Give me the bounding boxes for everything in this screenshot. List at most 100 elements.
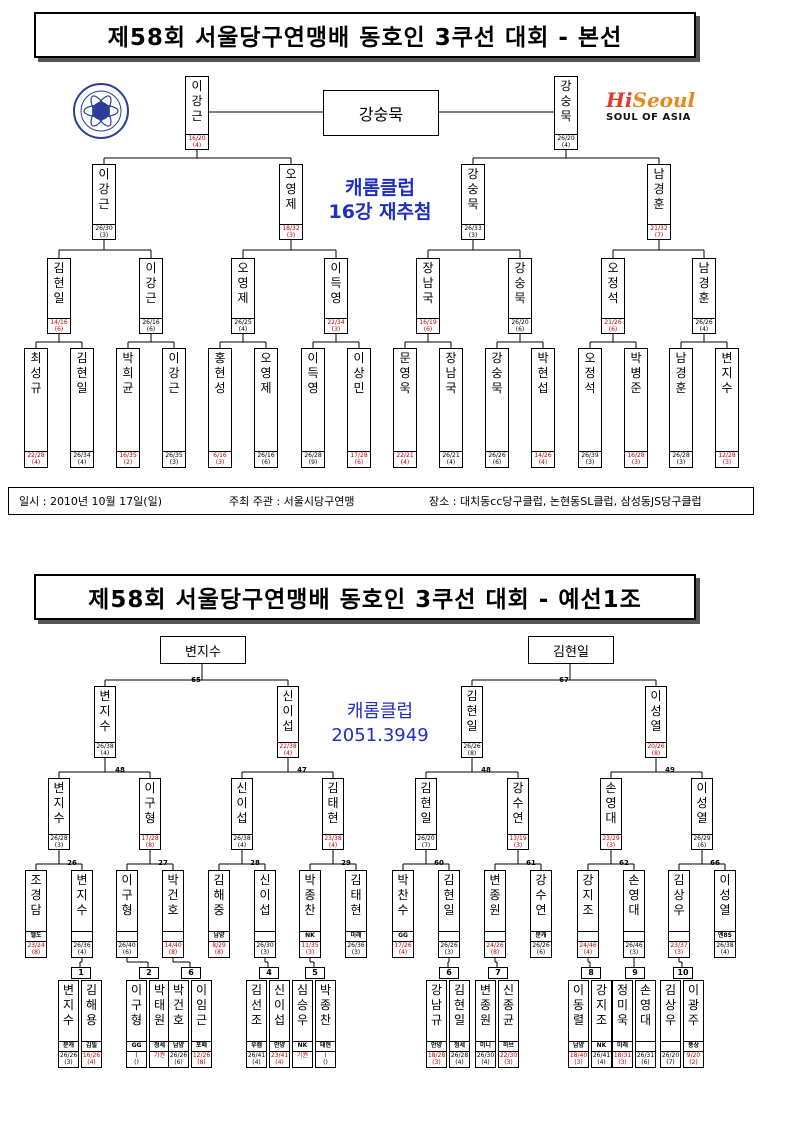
top-champion-name: 강숭묵 <box>358 105 404 124</box>
name-char: 최 <box>30 351 42 365</box>
player-club-tag: 엔8S <box>715 931 735 941</box>
name-char: 중 <box>213 903 225 917</box>
name-char: 김 <box>53 261 65 275</box>
name-char: 변 <box>53 781 65 795</box>
bottom-quarter-num: 61 <box>526 859 536 867</box>
name-char: 현 <box>350 903 362 917</box>
name-char: 정 <box>607 276 619 290</box>
name-char: 일 <box>443 903 455 917</box>
name-char: 태 <box>327 796 339 810</box>
player-innings: (8) <box>168 949 178 956</box>
player-innings: (2) <box>123 459 133 466</box>
name-char: 열 <box>719 903 731 917</box>
name-char: 박 <box>304 873 316 887</box>
player-score: 26/46 <box>624 941 644 949</box>
name-char: 영 <box>399 366 411 380</box>
player-score: 26/26 <box>169 1051 188 1059</box>
player-club-tag: GG <box>127 1041 146 1051</box>
player-innings: (3) <box>99 232 109 239</box>
name-char: 강 <box>560 79 572 93</box>
player-innings: (4) <box>328 842 338 849</box>
name-char: 상 <box>664 998 677 1012</box>
player-club-tag: 안양 <box>427 1041 446 1051</box>
player-score: 16/35 <box>117 451 139 460</box>
name-char: 남 <box>675 351 687 365</box>
player-innings: (6) <box>146 326 156 333</box>
player-innings: () <box>323 1059 328 1066</box>
player-score: 22/28 <box>25 451 47 460</box>
name-char: 균 <box>502 1013 515 1027</box>
player-score: 26/28 <box>670 451 692 460</box>
bottom-final-a-name: 변지수 <box>185 644 221 660</box>
player-score: 14/26 <box>532 451 554 460</box>
name-char: 우 <box>664 1013 677 1027</box>
name-char: 박 <box>167 873 179 887</box>
top-title: 제58회 서울당구연맹배 동호인 3쿠선 대회 - 본선 <box>34 12 696 58</box>
name-char: 지 <box>62 998 75 1012</box>
name-char: 영 <box>237 276 249 290</box>
name-char: 균 <box>122 381 134 395</box>
name-char: 득 <box>330 276 342 290</box>
name-char: 지 <box>582 888 594 902</box>
name-char: 묵 <box>491 381 503 395</box>
name-char: 남 <box>653 167 665 181</box>
player-score: 18/31 <box>613 1051 632 1059</box>
player-club-tag <box>117 931 137 941</box>
player-score: 26/30 <box>476 1051 495 1059</box>
name-char: 이 <box>145 261 157 275</box>
name-char: 이 <box>696 781 708 795</box>
player-score: 26/31 <box>636 1051 655 1059</box>
name-char: 이 <box>236 796 248 810</box>
top-center-line2: 16강 재추첨 <box>328 201 432 223</box>
player-innings: (8) <box>490 949 500 956</box>
player-innings: (6) <box>174 1059 183 1066</box>
player-innings: (4) <box>237 842 247 849</box>
name-char: 홍 <box>214 351 226 365</box>
name-char: 이 <box>273 998 286 1012</box>
player-innings: (3) <box>618 1059 627 1066</box>
name-char: 미 <box>616 998 629 1012</box>
name-char: 영 <box>285 182 297 196</box>
name-char: 경 <box>653 182 665 196</box>
player-club-tag <box>72 931 92 941</box>
player-score: 17/28 <box>140 834 160 842</box>
group-number: 6 <box>181 967 201 979</box>
player-innings: (6) <box>261 459 271 466</box>
player-innings: (3) <box>513 842 523 849</box>
name-char: 상 <box>673 888 685 902</box>
player-score: 26/26 <box>462 742 482 750</box>
player-innings: (8) <box>197 1059 206 1066</box>
player-score: 26/26 <box>59 1051 78 1059</box>
player-club-tag: 미니 <box>476 1041 495 1051</box>
player-innings: (6) <box>492 459 502 466</box>
